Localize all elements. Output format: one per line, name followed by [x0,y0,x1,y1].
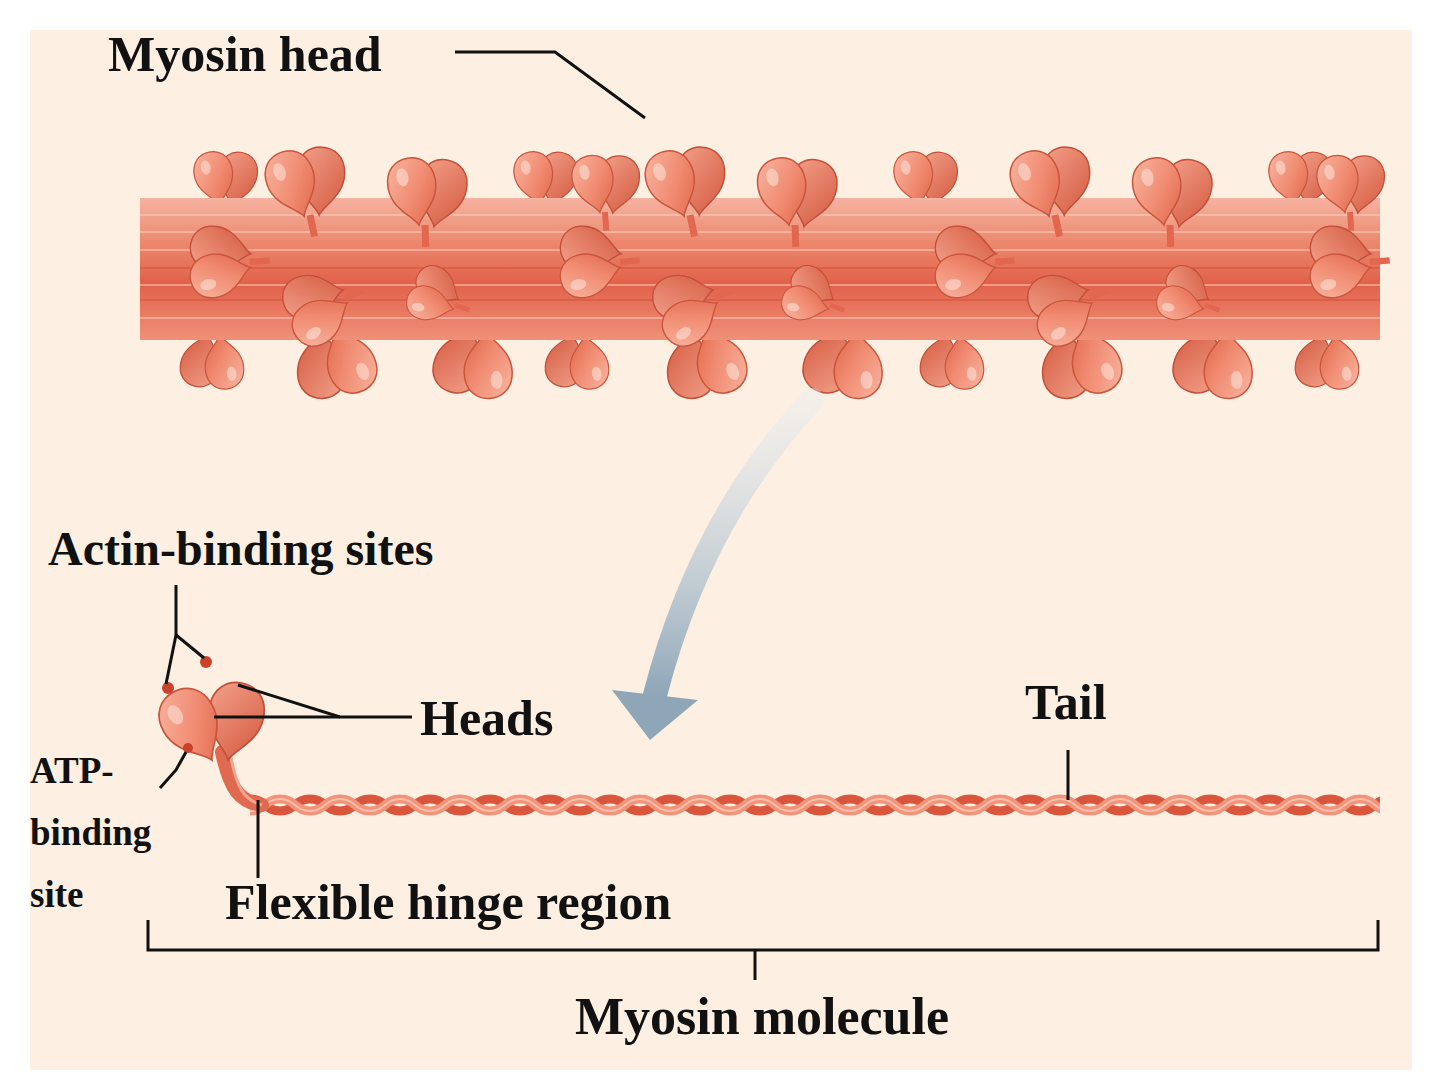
part-label: Myosin head [108,24,382,84]
part-label: Actin-binding sites [48,520,433,578]
part-label: Tail [1025,672,1107,732]
part-label: Flexible hinge region [225,872,671,932]
part-label: Myosin molecule [575,986,949,1048]
part-label: ATP-binding site [30,740,175,926]
part-label: Heads [420,688,553,748]
